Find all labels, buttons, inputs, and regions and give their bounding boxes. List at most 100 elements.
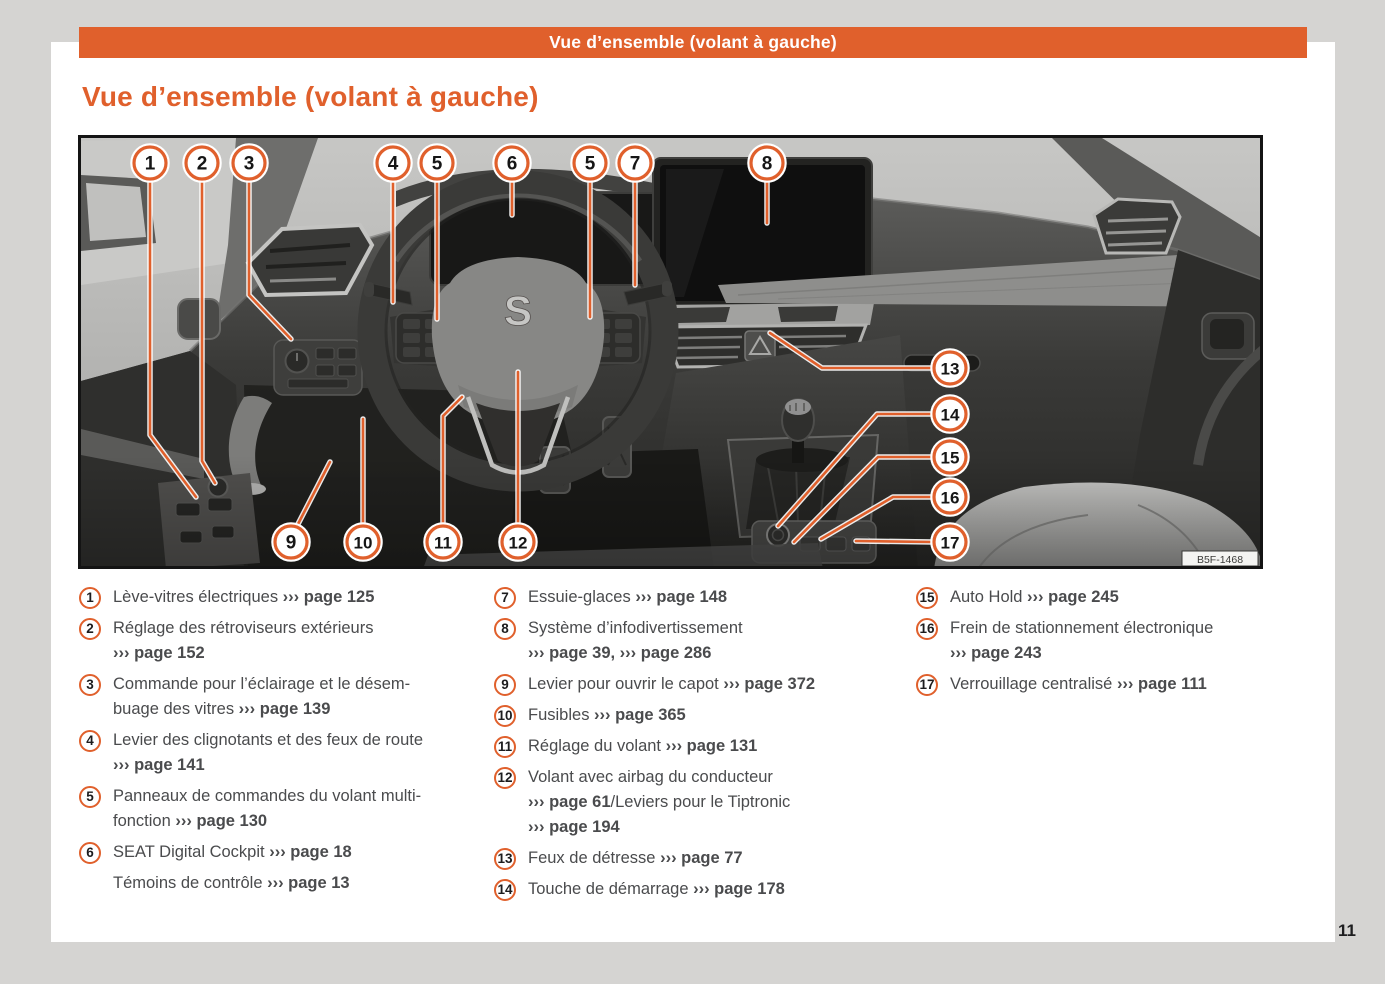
legend-label: Témoins de contrôle [113, 874, 268, 892]
legend-item-text: Touche de démarrage ››› page 178 [516, 877, 785, 902]
callout-number: 7 [630, 154, 641, 175]
legend-line: Fusibles ››› page 365 [528, 703, 686, 728]
legend-label: buage des vitres [113, 700, 239, 718]
page-header-bar: Vue d’ensemble (volant à gauche) [79, 27, 1307, 58]
legend-item-number: 13 [494, 848, 516, 870]
legend-item-text: Feux de détresse ››› page 77 [516, 846, 743, 871]
legend-item-text: Commande pour l’éclairage et le désem-bu… [101, 672, 410, 722]
wiper-stalk [623, 281, 672, 306]
page-reference: ››› page 13 [267, 874, 350, 892]
callout-3: 3 [229, 143, 294, 342]
legend-item-text: SEAT Digital Cockpit ››› page 18 [101, 840, 352, 865]
callout-14: 14 [775, 394, 970, 529]
page-reference: ››› page 61 [528, 793, 611, 811]
legend-item-text: Verrouillage centralisé ››› page 111 [938, 672, 1207, 697]
callout-number: 14 [941, 406, 960, 425]
infotainment-screen [652, 157, 873, 309]
legend-item-number: 16 [916, 618, 938, 640]
legend-item-number: 15 [916, 587, 938, 609]
legend-label: Levier des clignotants et des feux de ro… [113, 731, 424, 749]
legend-line: ››› page 141 [113, 753, 423, 778]
legend-label: Lève-vitres électriques [113, 588, 283, 606]
legend-item-text: Volant avec airbag du conducteur››› page… [516, 765, 790, 840]
legend-item-number: 8 [494, 618, 516, 640]
legend-item-number: 14 [494, 879, 516, 901]
callout-12: 12 [498, 369, 538, 562]
legend-line: ››› page 39, ››› page 286 [528, 641, 743, 666]
page-number: 11 [1338, 921, 1356, 940]
legend-item: Témoins de contrôle ››› page 13 [79, 871, 484, 896]
page-title: Vue d’ensemble (volant à gauche) [82, 81, 539, 112]
legend-item-text: Témoins de contrôle ››› page 13 [101, 871, 350, 896]
legend-line: ››› page 243 [950, 641, 1213, 666]
callout-number: 13 [941, 360, 960, 379]
legend-label: Panneaux de commandes du volant multi- [113, 787, 422, 805]
left-air-vent [245, 222, 375, 298]
legend-item: 8 Système d’infodivertissement ››› page 39… [494, 616, 899, 666]
legend-label: fonction [113, 812, 176, 830]
callout-10: 10 [343, 416, 383, 562]
page-reference: ››› page 243 [950, 644, 1042, 662]
page-reference: ››› page 372 [723, 675, 816, 693]
legend-label: Verrouillage centralisé [950, 675, 1117, 693]
legend-item-text: Levier des clignotants et des feux de ro… [101, 728, 423, 778]
page-reference: ››› page 39, ››› page 286 [528, 644, 712, 662]
legend-item-number: 1 [79, 587, 101, 609]
legend-line: Essuie-glaces ››› page 148 [528, 585, 727, 610]
legend-line: Touche de démarrage ››› page 178 [528, 877, 785, 902]
legend-line: ››› page 152 [113, 641, 373, 666]
callout-4: 4 [373, 143, 413, 305]
legend-line: SEAT Digital Cockpit ››› page 18 [113, 840, 352, 865]
seat-logo: S [504, 287, 532, 334]
page-reference: ››› page 245 [1027, 588, 1119, 606]
legend-item-text: Lève-vitres électriques ››› page 125 [101, 585, 374, 610]
page-reference: ››› page 111 [1116, 675, 1207, 693]
callout-6: 6 [492, 143, 532, 218]
callout-number: 10 [354, 534, 373, 553]
page-reference: ››› page 139 [238, 700, 331, 718]
svg-text:B5F-1468: B5F-1468 [1197, 554, 1243, 566]
legend-label: Réglage des rétroviseurs extérieurs [113, 619, 374, 637]
legend-label: Levier pour ouvrir le capot [528, 675, 724, 693]
callout-2: 2 [182, 143, 222, 486]
legend-label: Commande pour l’éclairage et le désem- [113, 675, 411, 693]
legend-line: ››› page 194 [528, 815, 790, 840]
legend-item-text: Levier pour ouvrir le capot ››› page 372 [516, 672, 815, 697]
hazard-light-button [744, 330, 776, 362]
callout-1: 1 [130, 143, 199, 500]
callout-number: 4 [388, 154, 399, 175]
light-switch-panel [273, 339, 363, 396]
callout-number: 5 [432, 154, 443, 175]
page-reference: ››› page 365 [594, 706, 686, 724]
callout-17: 17 [853, 522, 970, 562]
callout-9: 9 [271, 459, 333, 562]
callout-number: 6 [507, 154, 518, 175]
shadow-overlay [78, 455, 1263, 569]
legend-item-number: 5 [79, 786, 101, 808]
legend-label: SEAT Digital Cockpit [113, 843, 270, 861]
legend-item-text: Fusibles ››› page 365 [516, 703, 686, 728]
legend-line: Système d’infodivertissement [528, 616, 743, 641]
callout-8: 8 [747, 143, 787, 226]
legend-line: Auto Hold ››› page 245 [950, 585, 1119, 610]
image-reference-label: B5F-1468 [1181, 550, 1259, 567]
page-reference: ››› page 131 [665, 737, 758, 755]
legend-label: Essuie-glaces [528, 588, 636, 606]
callout-number: 8 [762, 154, 773, 175]
callout-number: 1 [145, 154, 156, 175]
legend-item-text: Frein de stationnement électronique››› p… [938, 616, 1213, 666]
callout-number: 11 [434, 534, 452, 553]
legend-item-text: Réglage des rétroviseurs extérieurs ››› p… [101, 616, 373, 666]
